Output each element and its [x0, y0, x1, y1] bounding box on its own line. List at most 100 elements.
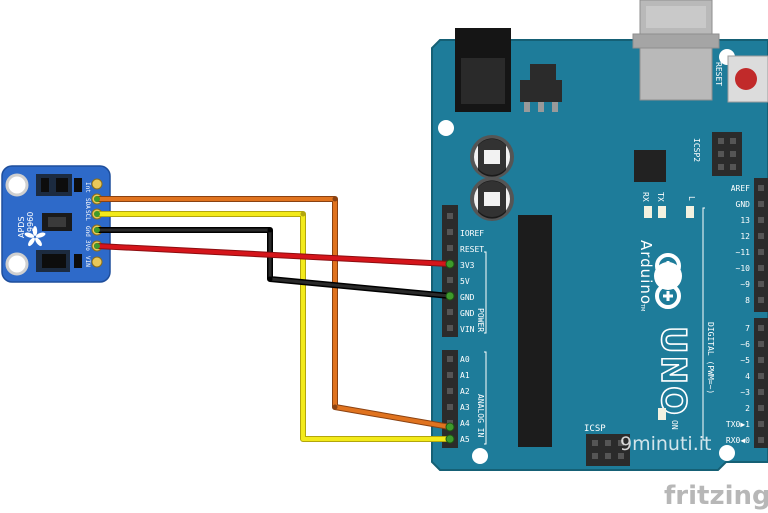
reset-button[interactable] [727, 55, 768, 103]
arduino-brand: Arduino [637, 240, 655, 305]
arduino-infinity-icon [655, 253, 681, 309]
atmega-chip [518, 215, 552, 447]
pin-label: ~9 [740, 280, 750, 289]
pin-label: 13 [740, 216, 750, 225]
apds9960-sensor-board: APDS 9960 Int SDA SCL Gnd 3Vo VIN [1, 165, 111, 283]
sensor-pin-label: VIN [84, 256, 91, 267]
pin-label: VIN [460, 325, 475, 334]
wire-end [94, 211, 100, 217]
pin-label: A2 [460, 387, 470, 396]
sensor-pin-label: SDA [84, 198, 91, 209]
digital-bracket [702, 207, 705, 441]
header-socket[interactable] [447, 388, 453, 394]
pin-label: ~6 [740, 340, 750, 349]
wire-bendpoint [300, 211, 306, 217]
sensor-pin-label: Gnd [84, 226, 91, 237]
digital-section-label: DIGITAL (PWM=~) [706, 322, 715, 394]
pin-label: A1 [460, 371, 470, 380]
header-socket[interactable] [758, 281, 764, 287]
header-socket[interactable] [758, 405, 764, 411]
sensor-pins [91, 178, 103, 268]
header-socket[interactable] [758, 233, 764, 239]
analog-pin-labels: A0 A1 A2 A3 A4 A5 [460, 355, 470, 444]
header-socket[interactable] [447, 229, 453, 235]
header-socket[interactable] [447, 309, 453, 315]
header-socket[interactable] [758, 217, 764, 223]
header-socket[interactable] [447, 245, 453, 251]
pin-label: AREF [731, 184, 750, 193]
mounting-hole [5, 252, 29, 276]
arduino-tm: TM [639, 303, 645, 311]
wire-end [445, 434, 455, 444]
header-socket[interactable] [447, 213, 453, 219]
header-socket[interactable] [447, 356, 453, 362]
pin-label: 4 [745, 372, 750, 381]
usb-connector [632, 0, 720, 101]
pin-label: A5 [460, 435, 470, 444]
wire-yellow-scl-a5 [95, 212, 452, 441]
pin-label: GND [736, 200, 751, 209]
icsp2-label: ICSP2 [692, 138, 701, 162]
header-socket[interactable] [758, 357, 764, 363]
pin-label: RESET [460, 245, 484, 254]
wire-end [445, 291, 455, 301]
wire-red-vin-3v3 [95, 244, 452, 266]
wire-bendpoint [267, 227, 273, 233]
capacitor [470, 135, 514, 179]
tx-label: TX [656, 192, 665, 202]
icsp-label: ICSP [584, 424, 606, 434]
sensor-name-line1: APDS [17, 216, 26, 238]
mounting-hole [5, 173, 29, 197]
mounting-hole [438, 120, 454, 136]
sensor-pin-label: 3Vo [84, 240, 91, 251]
analog-bracket [484, 351, 487, 445]
header-socket[interactable] [758, 341, 764, 347]
pin-label: A3 [460, 403, 470, 412]
header-socket[interactable] [447, 404, 453, 410]
header-socket[interactable] [758, 201, 764, 207]
sensor-pin [91, 256, 103, 268]
usb-chip [634, 150, 666, 182]
voltage-regulator [520, 64, 562, 112]
rx-led [644, 206, 652, 218]
digital-header-top [754, 178, 768, 312]
power-bracket [484, 251, 487, 334]
sensor-name-line2: 9960 [26, 212, 35, 232]
header-socket[interactable] [758, 297, 764, 303]
header-socket[interactable] [447, 372, 453, 378]
arduino-uno-board: RESET ICSP2 TX RX L [431, 0, 768, 471]
wire-bendpoint [267, 276, 273, 282]
reset-label: RESET [714, 62, 723, 86]
header-socket[interactable] [758, 437, 764, 443]
header-socket[interactable] [447, 325, 453, 331]
watermark: 9minuti.it [620, 433, 711, 455]
header-socket[interactable] [758, 389, 764, 395]
wire-orange-sda-a4 [94, 196, 453, 430]
wire-end [94, 243, 100, 249]
wires [94, 196, 455, 444]
pin-label: RX0◀0 [726, 436, 750, 445]
mounting-hole [472, 448, 488, 464]
adafruit-flower-icon [24, 226, 46, 247]
pin-label: 5V [460, 277, 470, 286]
header-socket[interactable] [758, 325, 764, 331]
header-socket[interactable] [758, 421, 764, 427]
wire-end [445, 422, 455, 432]
pin-label: 3V3 [460, 261, 475, 270]
l-led [686, 206, 694, 218]
pin-label: A4 [460, 419, 470, 428]
header-socket[interactable] [758, 185, 764, 191]
header-socket[interactable] [758, 265, 764, 271]
header-holes [447, 185, 764, 443]
pin-label: 2 [745, 404, 750, 413]
pin-label: ~10 [736, 264, 751, 273]
sensor-pin-label: SCL [84, 210, 91, 221]
pin-label: 12 [740, 232, 750, 241]
digital-pin-labels-top: AREF GND 13 12 ~11 ~10 ~9 8 [731, 184, 750, 305]
header-socket[interactable] [447, 277, 453, 283]
header-socket[interactable] [758, 373, 764, 379]
on-label: ON [670, 420, 679, 430]
mounting-hole [719, 445, 735, 461]
rx-label: RX [641, 192, 650, 202]
header-socket[interactable] [758, 249, 764, 255]
